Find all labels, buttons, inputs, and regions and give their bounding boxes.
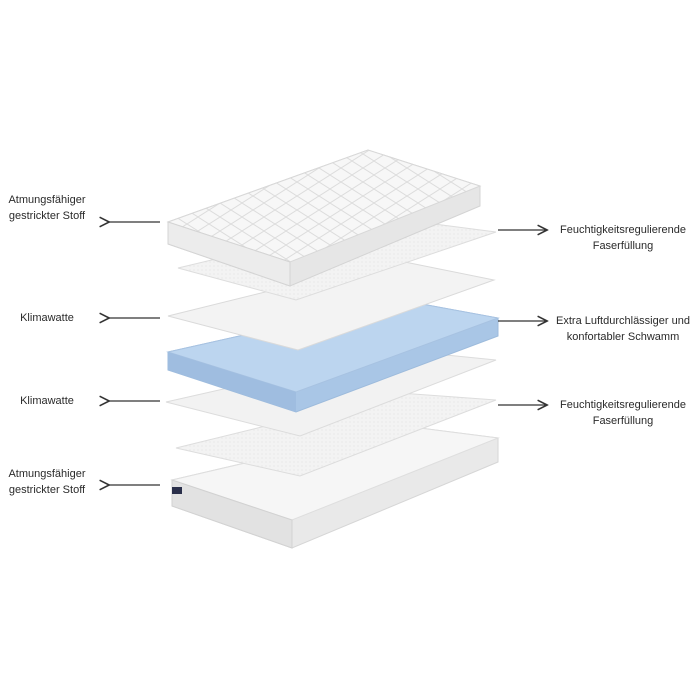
label-atmung-bottom: Atmungsfähiger gestrickter Stoff — [8, 468, 86, 496]
label-feucht-2: Feuchtigkeitsregulierende Faserfüllung — [560, 399, 686, 427]
label-schwamm: Extra Luftdurchlässiger und konfortabler… — [556, 315, 690, 343]
label-klimawatte-2: Klimawatte — [20, 395, 74, 407]
top-quilted-layer — [166, 149, 482, 287]
label-tag-icon — [172, 487, 182, 494]
label-feucht-1: Feuchtigkeitsregulierende Faserfüllung — [560, 224, 686, 252]
label-klimawatte-1: Klimawatte — [20, 312, 74, 324]
label-atmung-top: Atmungsfähiger gestrickter Stoff — [8, 194, 86, 222]
base-layer — [170, 425, 500, 549]
